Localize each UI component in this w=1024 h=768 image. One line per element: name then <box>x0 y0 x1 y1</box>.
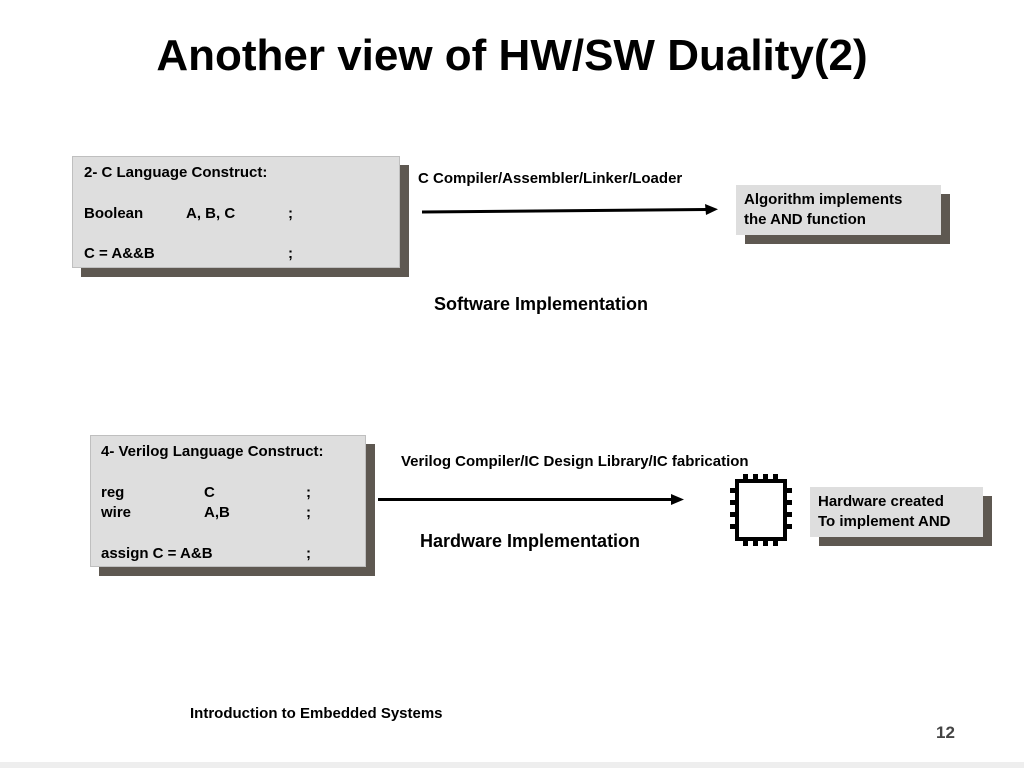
c-code-heading: 2- C Language Construct: <box>84 164 268 181</box>
ic-chip-icon <box>730 474 792 546</box>
verilog-assign-semicolon: ; <box>306 545 311 562</box>
slide-bottom-strip <box>0 762 1024 768</box>
verilog-reg-semicolon: ; <box>306 484 311 501</box>
hw-result-line-1: Hardware created <box>818 493 944 510</box>
verilog-reg-keyword: reg <box>101 484 125 501</box>
c-code-statement: C = A&&B <box>84 245 155 262</box>
sw-result-line-1: Algorithm implements <box>744 191 903 208</box>
sw-tool-label: C Compiler/Assembler/Linker/Loader <box>418 170 683 187</box>
chip-pins-top <box>743 474 778 479</box>
c-code-semicolon-2: ; <box>288 245 293 262</box>
hw-arrow-head <box>671 494 684 505</box>
slide-title: Another view of HW/SW Duality(2) <box>156 31 868 80</box>
c-code-args: A, B, C <box>186 205 236 222</box>
verilog-wire-semicolon: ; <box>306 504 311 521</box>
verilog-code-heading: 4- Verilog Language Construct: <box>101 443 324 460</box>
c-code-box: 2- C Language Construct: Boolean A, B, C… <box>72 156 400 268</box>
software-implementation-label: Software Implementation <box>434 294 649 314</box>
sw-arrow-head <box>705 204 718 215</box>
hardware-implementation-label: Hardware Implementation <box>420 531 641 551</box>
c-code-keyword: Boolean <box>84 205 144 222</box>
verilog-wire-keyword: wire <box>101 504 132 521</box>
sw-arrow-line <box>421 208 707 214</box>
verilog-wire-args: A,B <box>204 504 230 521</box>
page-number: 12 <box>936 723 955 742</box>
sw-result-box: Algorithm implements the AND function <box>736 185 941 235</box>
verilog-code-box: 4- Verilog Language Construct: reg C ; w… <box>90 435 366 567</box>
hw-arrow <box>378 494 684 505</box>
sw-result-line-2: the AND function <box>744 211 866 228</box>
hw-tool-label: Verilog Compiler/IC Design Library/IC fa… <box>401 453 749 470</box>
chip-body <box>735 479 787 541</box>
verilog-reg-args: C <box>204 484 215 501</box>
hw-result-box: Hardware created To implement AND <box>810 487 983 537</box>
verilog-assign-statement: assign C = A&B <box>101 545 213 562</box>
hw-result-line-2: To implement AND <box>818 513 951 530</box>
chip-pins-bottom <box>743 541 778 546</box>
chip-pins-right <box>787 488 792 529</box>
sw-arrow <box>421 204 718 215</box>
slide-footer: Introduction to Embedded Systems <box>190 705 443 722</box>
chip-pins-left <box>730 488 735 529</box>
c-code-semicolon-1: ; <box>288 205 293 222</box>
